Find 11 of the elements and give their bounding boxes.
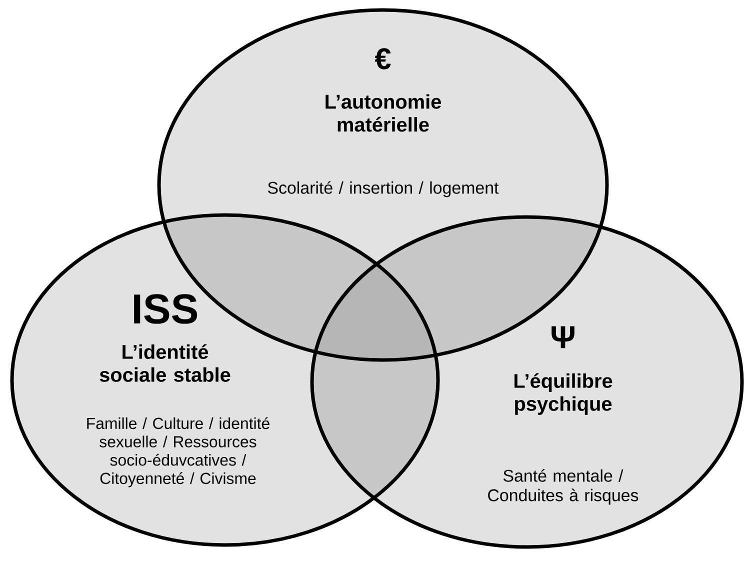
circle-title: L’identité sociale stable: [100, 344, 230, 382]
circle-title: L’équilibre psychique: [514, 373, 612, 415]
symbol-text: €: [374, 48, 391, 70]
symbol-text: ISS: [134, 294, 198, 324]
circle-description: Santé mentale / Conduites à risques: [488, 469, 638, 505]
venn-circle: [310, 215, 744, 549]
circle-title: L’autonomie matérielle: [326, 94, 442, 132]
venn-circle: [10, 213, 440, 547]
symbol-text: Ψ: [552, 326, 574, 348]
circle-description: Famille / Culture / identité sexuelle / Ressources socio-éduvcatives / Citoyenneté / Civisme: [87, 417, 270, 488]
circle-description: Scolarité / insertion / logement: [268, 181, 499, 198]
